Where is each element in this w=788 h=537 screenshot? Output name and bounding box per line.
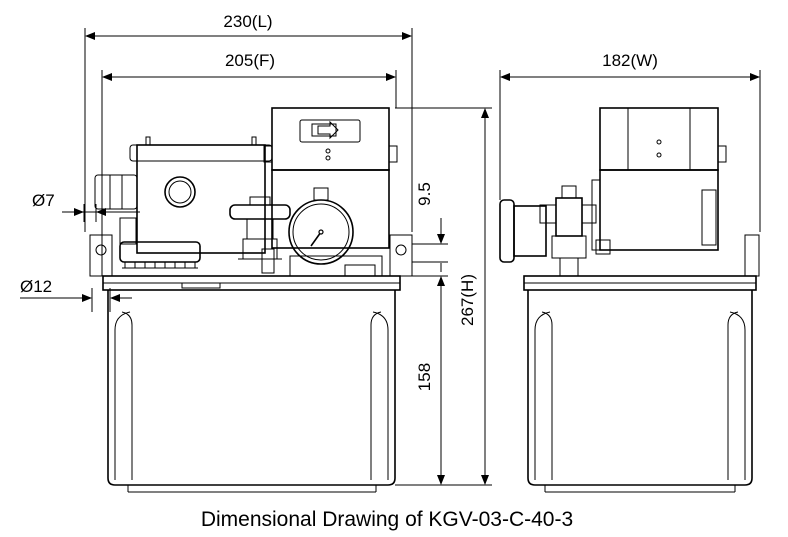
right-bracket [389, 234, 413, 277]
drawing-caption: Dimensional Drawing of KGV-03-C-40-3 [201, 508, 573, 531]
side-motor [591, 107, 727, 251]
front-pressure-gauge [288, 187, 354, 265]
dimension-lines [20, 28, 761, 486]
front-reservoir-box [129, 136, 273, 254]
dim-height-label: 267(H) [458, 274, 477, 326]
front-view [89, 107, 413, 493]
dim-width-label: 182(W) [602, 51, 658, 70]
left-bracket [89, 234, 113, 277]
front-inlet-fittings [94, 174, 138, 245]
front-tank [107, 290, 396, 493]
front-manifold [289, 255, 383, 277]
dim-dia-small-label: Ø7 [32, 191, 55, 210]
dim-offset-label: 9.5 [415, 182, 434, 206]
side-view [499, 107, 760, 493]
front-motor [263, 107, 398, 249]
side-tank [527, 290, 753, 493]
dim-tank-height-label: 158 [415, 363, 434, 391]
dim-length-label: 230(L) [223, 12, 272, 31]
front-filler-cap [119, 241, 201, 269]
side-pressure-gauge [499, 199, 547, 263]
front-valve-handwheel [229, 196, 291, 274]
side-valve-stack [539, 185, 611, 277]
dim-front-label: 205(F) [225, 51, 275, 70]
dim-dia-large-label: Ø12 [20, 277, 52, 296]
